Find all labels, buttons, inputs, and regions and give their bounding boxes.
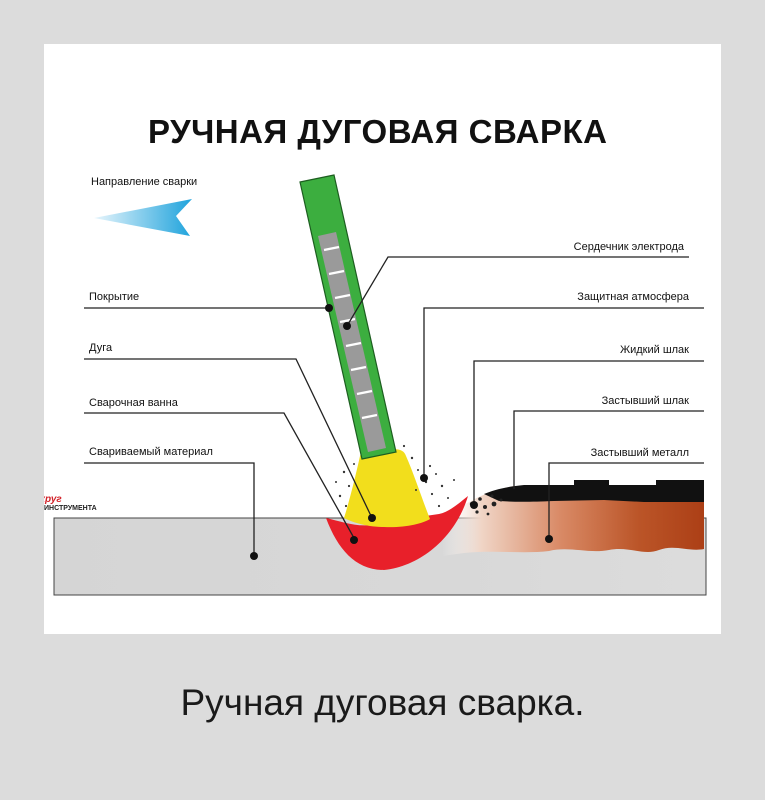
watermark-logo: вокруг ИНСТРУМЕНТА — [44, 494, 97, 512]
label-arc: Дуга — [89, 342, 113, 354]
leader-liquid-slag — [473, 360, 704, 504]
solid-slag-layer — [484, 480, 704, 502]
core-stripes — [323, 245, 378, 420]
direction-label: Направление сварки — [91, 176, 197, 188]
label-solid-slag: Застывший шлак — [602, 395, 690, 407]
marker-weld-pool — [350, 536, 358, 544]
leader-arc — [84, 358, 373, 519]
leader-solid-slag — [513, 410, 704, 489]
welding-diagram: РУЧНАЯ ДУГОВАЯ СВАРКА Направление сварки — [44, 113, 707, 596]
watermark-line1: вокруг — [44, 494, 62, 505]
marker-arc — [368, 514, 376, 522]
slag-particles — [469, 494, 503, 516]
weld-pool — [326, 496, 468, 570]
marker-liquid-slag — [470, 501, 478, 509]
leader-base-material — [84, 462, 255, 556]
leader-protective-atmosphere — [423, 307, 704, 476]
marker-protective-atmosphere — [420, 474, 428, 482]
watermark-line2: ИНСТРУМЕНТА — [44, 505, 97, 512]
diagram-title: РУЧНАЯ ДУГОВАЯ СВАРКА — [148, 113, 607, 150]
leader-electrode-core — [346, 256, 689, 327]
label-liquid-slag: Жидкий шлак — [620, 344, 689, 356]
marker-electrode-core — [343, 322, 351, 330]
label-weld-pool: Сварочная ванна — [89, 397, 179, 409]
direction-arrow-icon — [94, 199, 192, 236]
caption: Ручная дуговая сварка. — [180, 682, 585, 723]
label-electrode-core: Сердечник электрода — [574, 241, 685, 253]
protective-atmosphere-particles — [335, 444, 455, 508]
marker-coating — [325, 304, 333, 312]
label-coating: Покрытие — [89, 291, 139, 303]
label-protective-atmosphere: Защитная атмосфера — [577, 291, 690, 303]
arc — [344, 446, 430, 528]
marker-solid-metal — [545, 535, 553, 543]
label-solid-metal: Застывший металл — [591, 447, 689, 459]
electrode-core — [318, 232, 386, 452]
label-base-material: Свариваемый материал — [89, 446, 213, 458]
leader-solid-metal — [548, 462, 704, 537]
marker-base-material — [250, 552, 258, 560]
leader-weld-pool — [84, 412, 355, 539]
weld-seam — [442, 486, 704, 556]
diagram-card: РУЧНАЯ ДУГОВАЯ СВАРКА Направление сварки — [44, 44, 721, 634]
